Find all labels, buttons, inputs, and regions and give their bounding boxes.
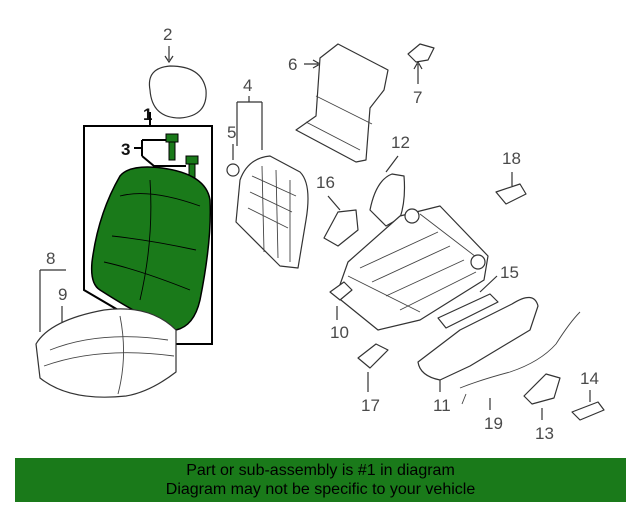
- callout-19: 19: [484, 414, 503, 433]
- callout-17: 17: [361, 396, 380, 415]
- bracket-10: [329, 281, 353, 301]
- leader-8-9: [39, 269, 66, 332]
- leader-15: [479, 275, 498, 293]
- callout-12: 12: [391, 133, 410, 152]
- callout-2: 2: [163, 25, 172, 44]
- seat-back-panel: [295, 43, 389, 163]
- seat-back-assembly-frame: [83, 112, 213, 345]
- callout-5: 5: [227, 123, 236, 142]
- callout-16: 16: [316, 173, 335, 192]
- callout-1: 1: [143, 105, 152, 124]
- bracket-18: [495, 183, 527, 205]
- pin: [226, 163, 240, 177]
- bolt-upper: [165, 133, 179, 161]
- front-cover: [357, 343, 389, 369]
- callout-8: 8: [46, 249, 55, 268]
- callout-3: 3: [121, 140, 130, 159]
- leader-3: [134, 139, 186, 167]
- leader-16: [327, 195, 341, 211]
- bracket-14: [571, 401, 605, 421]
- bracket-16: [323, 209, 359, 247]
- footer-banner: Part or sub-assembly is #1 in diagram Di…: [15, 458, 626, 502]
- side-shield: [369, 173, 406, 227]
- leader-2: [164, 46, 174, 64]
- callout-13: 13: [535, 424, 554, 443]
- leader-4: [236, 96, 263, 150]
- bracket-13: [523, 373, 561, 405]
- leader-12: [385, 155, 399, 173]
- seat-cushion: [35, 308, 177, 398]
- headrest: [148, 65, 207, 119]
- rail-cover-15: [437, 293, 499, 329]
- callout-6: 6: [288, 55, 297, 74]
- seat-back-panel-detail: [305, 95, 373, 151]
- seat-back-cover: [90, 166, 212, 331]
- footer-line-2: Diagram may not be specific to your vehi…: [165, 481, 476, 498]
- callout-11: 11: [433, 396, 451, 415]
- callout-4: 4: [243, 76, 252, 95]
- seat-back-frame: [235, 155, 309, 269]
- clip: [407, 43, 435, 63]
- wire-harness: [459, 311, 581, 405]
- callout-14: 14: [580, 369, 599, 388]
- leader-7: [413, 60, 423, 84]
- callout-15: 15: [500, 263, 519, 282]
- bolt-lower: [185, 155, 199, 183]
- seat-frame-track: [335, 205, 489, 331]
- callout-9: 9: [58, 285, 67, 304]
- callout-10: 10: [330, 323, 349, 342]
- footer-line-1: Part or sub-assembly is #1 in diagram: [186, 462, 455, 479]
- leader-6: [304, 59, 322, 69]
- parts-diagram: 2 1 3 6 7 4 5 12 18 16 8 9 15 10 17 11 1…: [35, 25, 605, 443]
- callout-7: 7: [413, 88, 422, 107]
- callout-18: 18: [502, 149, 521, 168]
- side-finisher: [417, 296, 539, 381]
